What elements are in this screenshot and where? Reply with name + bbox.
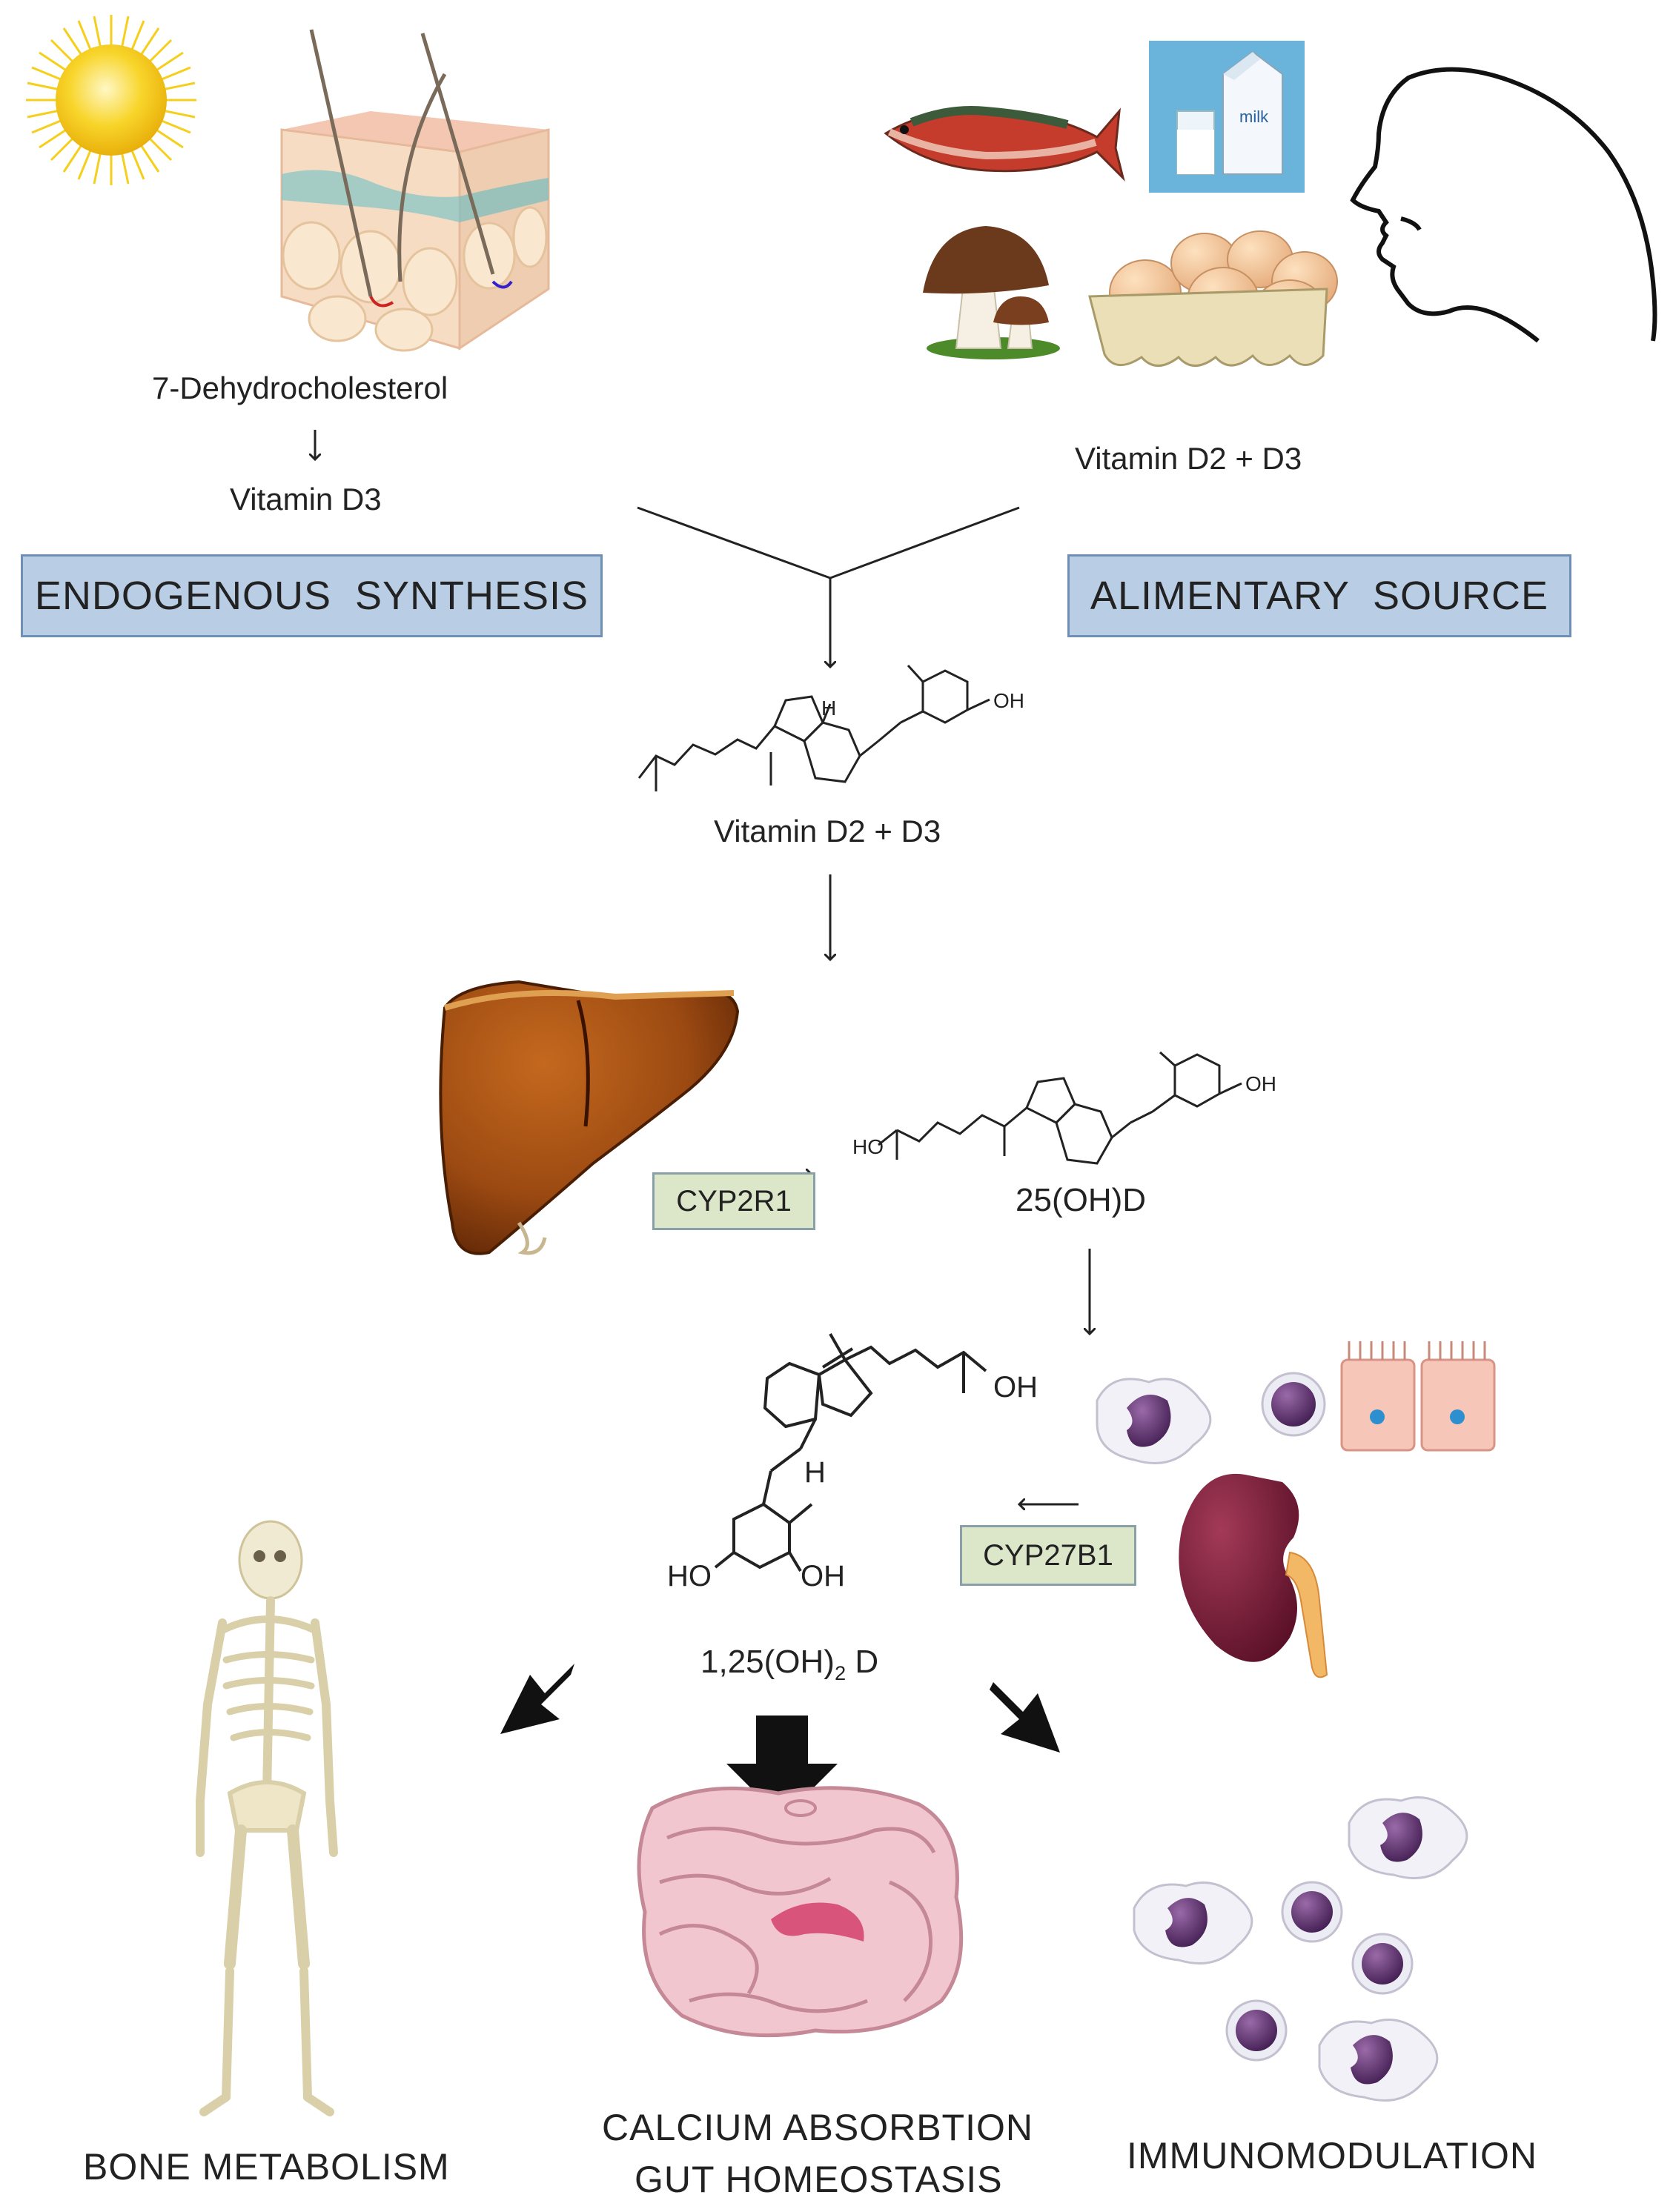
vitamin-d-structure — [637, 664, 990, 791]
immune-cell-icon — [1096, 1372, 1326, 1464]
oh-label-1: OH — [993, 689, 1024, 712]
endogenous-synthesis-label: ENDOGENOUS SYNTHESIS — [34, 574, 589, 618]
black-arrows — [500, 1664, 1060, 1819]
liver-icon — [439, 980, 740, 1255]
alimentary-source-label: ALIMENTARY SOURCE — [1090, 574, 1549, 618]
ho-label-25: HO — [852, 1135, 884, 1158]
h-label-calcitriol: H — [804, 1456, 826, 1489]
arrow-to-gut — [726, 1716, 838, 1819]
arrow-to-bone — [500, 1664, 574, 1734]
fish-icon — [884, 106, 1125, 182]
h-label-1: H — [821, 697, 836, 720]
epithelial-cell-icon — [1340, 1341, 1496, 1452]
gut-homeostasis-label: GUT HOMEOSTASIS — [635, 2159, 1003, 2200]
vitamin-d2-d3-mid-label: Vitamin D2 + D3 — [714, 814, 941, 848]
alimentary-source-box: ALIMENTARY SOURCE — [1067, 554, 1571, 637]
cyp27b1-box: CYP27B1 — [960, 1525, 1136, 1586]
skin-icon — [280, 29, 550, 352]
ho-label-calcitriol: HO — [667, 1560, 712, 1592]
milk-text: milk — [1239, 107, 1269, 126]
oh-label-calcitriol-2: OH — [801, 1560, 845, 1592]
oh-label-calcitriol-1: OH — [993, 1371, 1038, 1404]
calcitriol-label: 1,25(OH)2 D — [700, 1644, 879, 1684]
skeleton-icon — [196, 1520, 338, 2116]
dehydrocholesterol-label: 7-Dehydrocholesterol — [152, 371, 448, 405]
calcium-absorption-label: CALCIUM ABSORBTION — [602, 2107, 1033, 2148]
eggs-icon — [1088, 230, 1338, 367]
kidney-icon — [1179, 1473, 1328, 1678]
immunomodulation-label: IMMUNOMODULATION — [1127, 2135, 1537, 2176]
bone-metabolism-label: BONE METABOLISM — [83, 2146, 450, 2188]
cyp27b1-label: CYP27B1 — [983, 1538, 1113, 1572]
cyp2r1-box: CYP2R1 — [652, 1172, 815, 1230]
head-icon — [1350, 67, 1657, 343]
oh-label-25: OH — [1245, 1072, 1276, 1095]
arrow-to-immune — [990, 1682, 1060, 1753]
25ohd-label: 25(OH)D — [1016, 1182, 1147, 1218]
milk-icon: milk — [1149, 41, 1305, 193]
endogenous-synthesis-box: ENDOGENOUS SYNTHESIS — [21, 554, 603, 637]
vitamin-d2-d3-top-label: Vitamin D2 + D3 — [1075, 441, 1302, 476]
25ohd-structure — [878, 1051, 1242, 1165]
sun-icon — [26, 15, 196, 185]
mushroom-icon — [923, 226, 1060, 359]
intestine-icon — [637, 1786, 964, 2038]
cyp2r1-label: CYP2R1 — [676, 1184, 792, 1218]
immune-cells-group — [1133, 1796, 1468, 2102]
calcitriol-structure — [714, 1333, 987, 1572]
vitamin-d3-label: Vitamin D3 — [230, 482, 382, 517]
